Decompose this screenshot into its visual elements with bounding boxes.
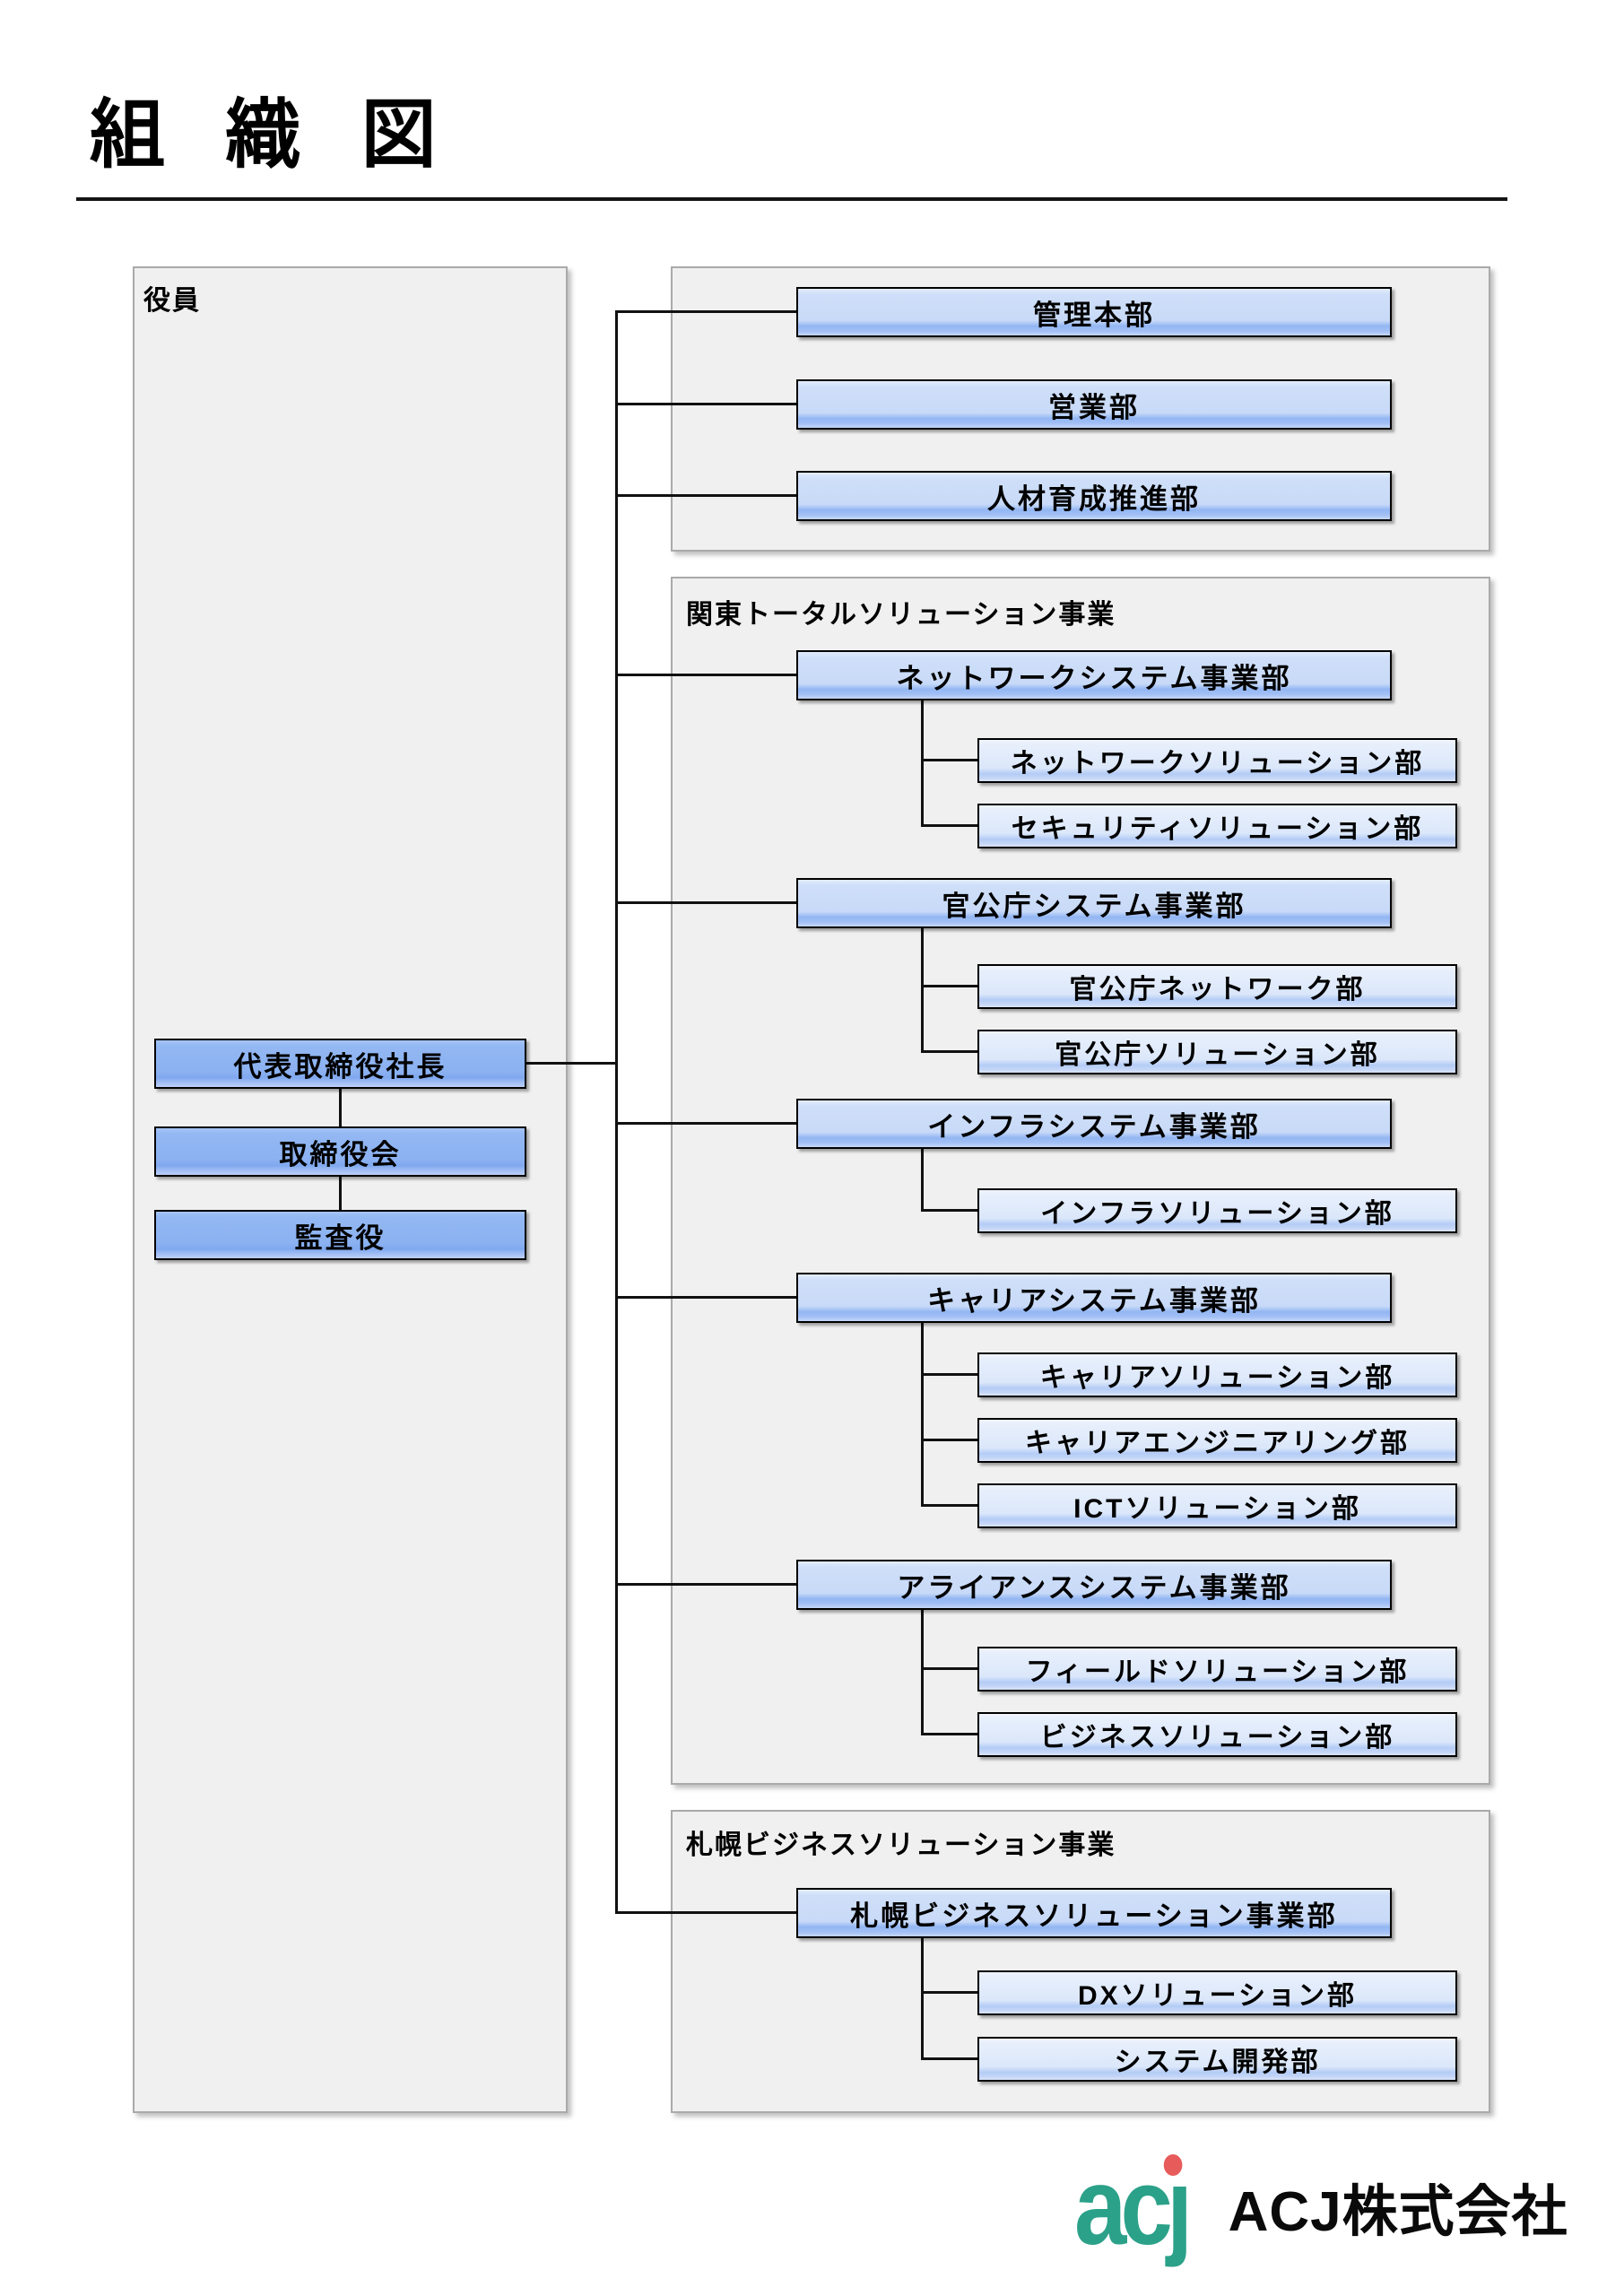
box-business-solution-dept: ビジネスソリューション部: [977, 1712, 1457, 1757]
connector-line: [921, 1209, 977, 1212]
box-board-of-directors: 取締役会: [154, 1126, 526, 1177]
officers-panel: [133, 266, 568, 2113]
box-ict-solution-dept: ICTソリューション部: [977, 1483, 1457, 1528]
connector-line: [921, 2057, 977, 2060]
connector-line: [525, 1062, 617, 1065]
box-hr-development-dept: 人材育成推進部: [796, 471, 1392, 521]
box-network-system-division: ネットワークシステム事業部: [796, 650, 1392, 700]
connector-line: [921, 1610, 924, 1735]
connector-line: [921, 824, 977, 827]
box-career-system-division: キャリアシステム事業部: [796, 1273, 1392, 1323]
connector-line: [921, 1733, 977, 1735]
box-network-solution-dept: ネットワークソリューション部: [977, 738, 1457, 783]
connector-line: [921, 928, 924, 1052]
connector-line: [616, 1583, 796, 1586]
connector-line: [616, 1122, 796, 1125]
page-title: 組 織 図: [90, 92, 456, 177]
box-government-system-division: 官公庁システム事業部: [796, 878, 1392, 928]
box-government-network-dept: 官公庁ネットワーク部: [977, 964, 1457, 1009]
connector-line: [616, 1911, 796, 1914]
connector-line: [616, 494, 796, 497]
box-auditor: 監査役: [154, 1210, 526, 1260]
connector-line: [921, 1050, 977, 1053]
company-logo: acȷ ACJ株式会社: [1074, 2152, 1568, 2261]
connector-trunk-line: [615, 310, 618, 1914]
connector-line: [616, 310, 796, 313]
connector-line: [921, 1439, 977, 1441]
box-government-solution-dept: 官公庁ソリューション部: [977, 1030, 1457, 1074]
box-alliance-system-division: アライアンスシステム事業部: [796, 1560, 1392, 1610]
connector-line: [921, 1323, 924, 1506]
connector-line: [921, 985, 977, 987]
connector-line: [921, 700, 924, 827]
connector-line: [921, 1373, 977, 1376]
box-infra-system-division: インフラシステム事業部: [796, 1099, 1392, 1149]
connector-line: [921, 1667, 977, 1670]
connector-line: [339, 1177, 342, 1210]
logo-dot-icon: [1163, 2154, 1183, 2176]
connector-line: [616, 1296, 796, 1299]
box-career-solution-dept: キャリアソリューション部: [977, 1352, 1457, 1397]
connector-line: [921, 759, 977, 761]
connector-line: [921, 1149, 924, 1212]
connector-line: [921, 1991, 977, 1994]
acj-logo-icon: acȷ: [1074, 2152, 1193, 2261]
box-infra-solution-dept: インフラソリューション部: [977, 1188, 1457, 1233]
box-field-solution-dept: フィールドソリューション部: [977, 1647, 1457, 1692]
connector-line: [339, 1089, 342, 1126]
box-security-solution-dept: セキュリティソリューション部: [977, 804, 1457, 848]
title-underline: [76, 197, 1507, 201]
connector-line: [616, 674, 796, 676]
box-president: 代表取締役社長: [154, 1039, 526, 1089]
sapporo-panel-label: 札幌ビジネスソリューション事業: [686, 1831, 1116, 1860]
box-system-development-dept: システム開発部: [977, 2037, 1457, 2082]
connector-line: [921, 1504, 977, 1507]
box-dx-solution-dept: DXソリューション部: [977, 1970, 1457, 2015]
box-sales-dept: 営業部: [796, 379, 1392, 430]
kanto-panel-label: 関東トータルソリューション事業: [686, 600, 1116, 630]
connector-line: [616, 403, 796, 405]
box-sapporo-business-solution-division: 札幌ビジネスソリューション事業部: [796, 1888, 1392, 1938]
officers-panel-label: 役員: [143, 286, 201, 316]
company-name: ACJ株式会社: [1228, 2181, 1568, 2244]
connector-line: [616, 901, 796, 904]
box-admin-headquarters: 管理本部: [796, 287, 1392, 337]
connector-line: [921, 1938, 924, 2059]
box-career-engineering-dept: キャリアエンジニアリング部: [977, 1418, 1457, 1463]
